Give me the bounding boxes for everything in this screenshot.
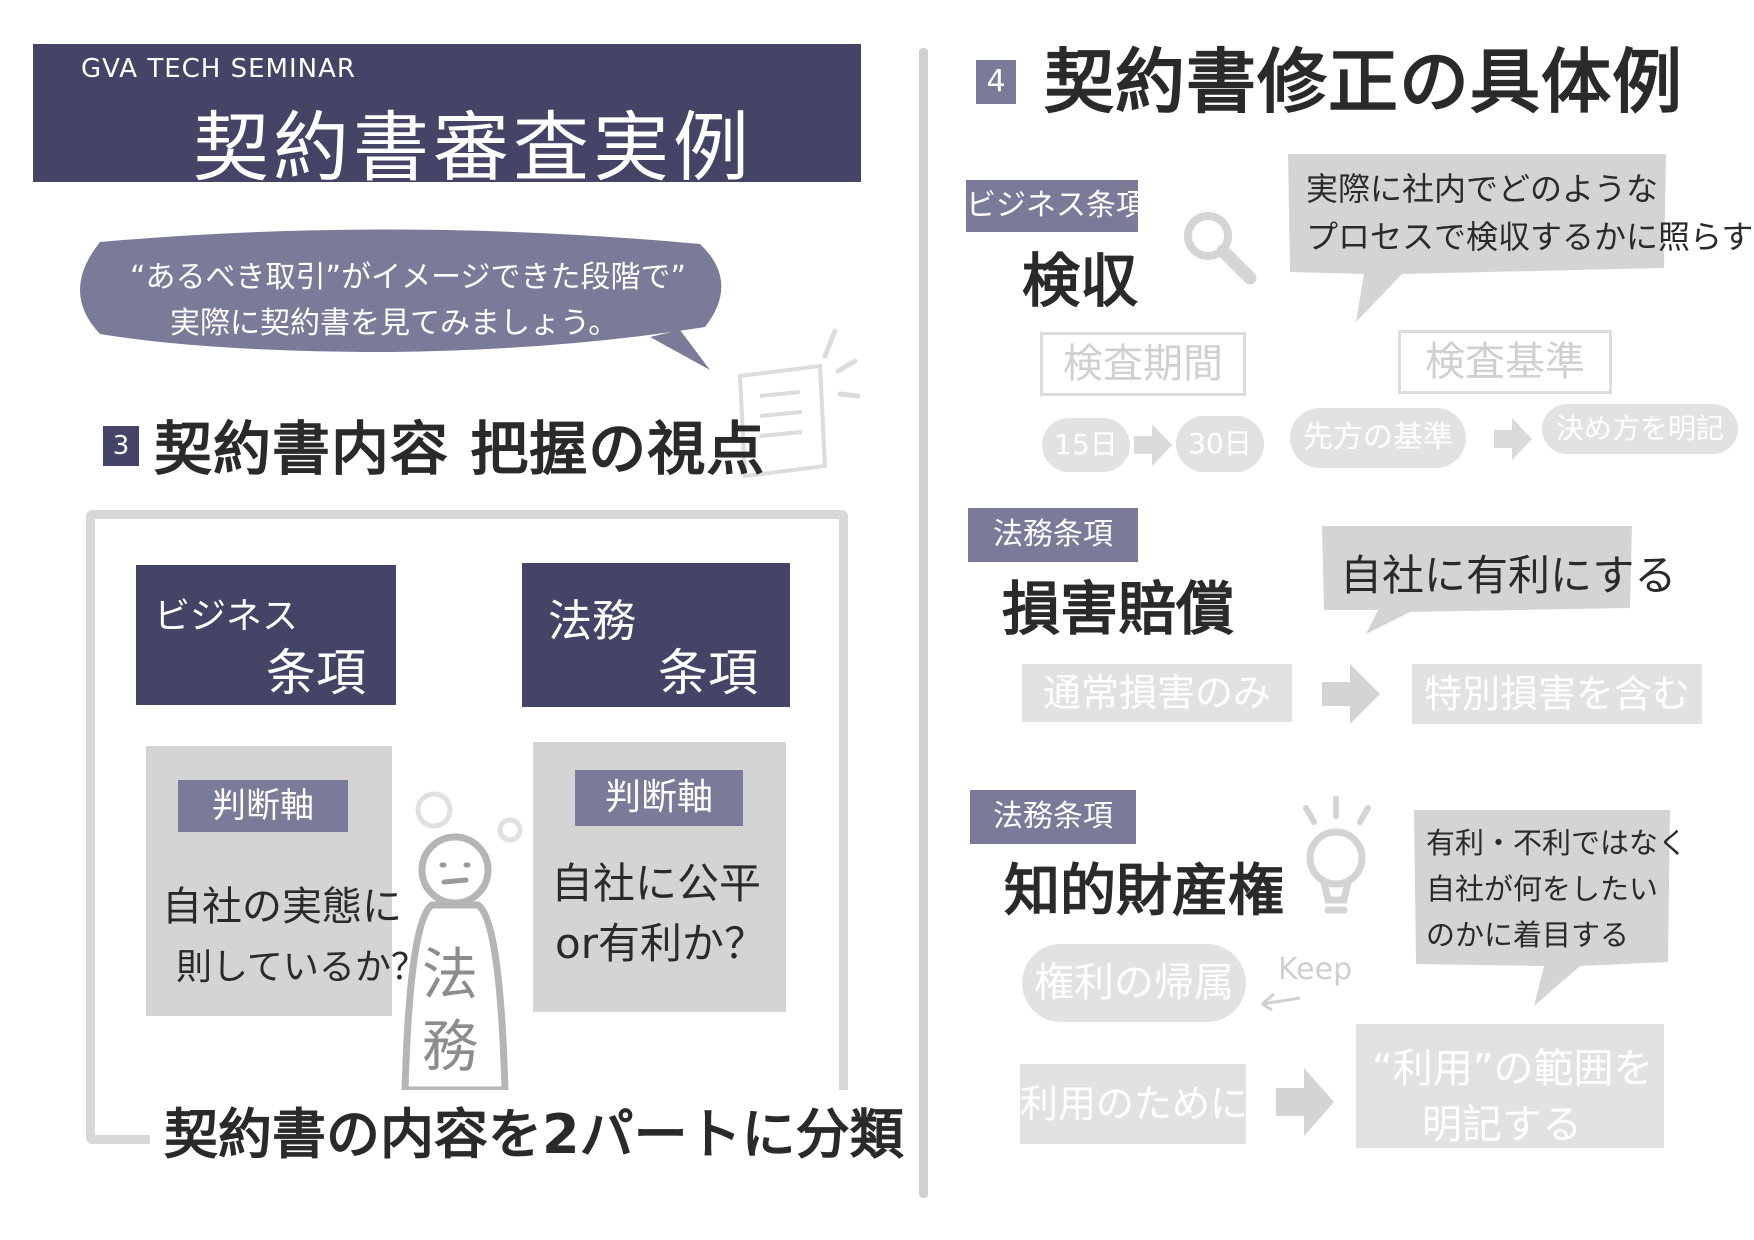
usage-scope-line-2: 明記する [1422, 1102, 1582, 1148]
period-before-pill: 15日 [1042, 418, 1130, 472]
page-title: 契約書審査実例 [193, 103, 753, 192]
section-3-badge: 3 [103, 426, 139, 466]
business-clause-card: ビジネス 条項 [136, 565, 396, 705]
magnifier-icon [1178, 206, 1258, 286]
section-4-title: 契約書修正の具体例 [1044, 41, 1683, 123]
period-after-pill: 30日 [1176, 416, 1264, 472]
legal-axis-text-2: or有利か？ [555, 919, 766, 968]
seminar-label: GVA TECH SEMINAR [81, 54, 356, 84]
special-damages-box: 特別損害を含む [1412, 664, 1702, 724]
legal-axis-card: 判断軸 自社に公平 or有利か？ [533, 742, 786, 1012]
business-clause-label-1: ビジネス [154, 596, 299, 637]
chizai-tag: 法務条項 [970, 790, 1136, 844]
intro-line-2: 実際に契約書を見てみましょう。 [170, 306, 619, 341]
songai-bubble-text: 自社に有利にする [1340, 551, 1677, 600]
arrow-icon [1272, 1064, 1338, 1140]
business-axis-card: 判断軸 自社の実態に 則しているか？ [146, 746, 427, 1016]
legal-staff-label-1: 法 [422, 943, 478, 1008]
chizai-bubble-line-1: 有利・不利ではなく [1426, 826, 1688, 860]
lightbulb-icon [1298, 796, 1378, 920]
legal-staff-figure: 法 務 [380, 770, 540, 1100]
kenshu-bubble: 実際に社内でどのような プロセスで検収するかに照らす [1284, 150, 1753, 326]
intro-bubble-shape [80, 229, 722, 370]
songai-bubble: 自社に有利にする [1318, 522, 1676, 638]
intro-bubble: “あるべき取引”がイメージできた段階で” 実際に契約書を見てみましょう。 [60, 222, 730, 372]
kenshu-bubble-shape [1288, 154, 1666, 322]
business-axis-text-1: 自社の実態に [162, 884, 402, 930]
inspection-period-box: 検査期間 [1040, 332, 1246, 396]
chizai-bubble-line-3: のかに着目する [1426, 918, 1630, 952]
chizai-bubble-line-2: 自社が何をしたい [1426, 872, 1659, 906]
legal-axis-label: 判断軸 [575, 770, 743, 826]
panel-divider [919, 48, 928, 1198]
arrow-icon [1318, 660, 1384, 728]
kenshu-tag: ビジネス条項 [966, 180, 1146, 232]
legal-clause-label-2: 条項 [658, 644, 758, 702]
ordinary-damages-box: 通常損害のみ [1022, 664, 1292, 722]
document-icon [730, 316, 880, 486]
kenshu-title: 検収 [1022, 247, 1139, 315]
usage-scope-line-1: “利用”の範囲を [1372, 1046, 1654, 1092]
usage-purpose-box: 利用のために… [1020, 1064, 1286, 1144]
usage-scope-box: “利用”の範囲を 明記する [1356, 1024, 1664, 1148]
kenshu-bubble-line-2: プロセスで検収するかに照らす [1306, 218, 1754, 256]
section-4-badge: 4 [976, 60, 1016, 104]
songai-bubble-shape [1322, 526, 1632, 634]
business-axis-label: 判断軸 [178, 780, 348, 832]
keep-label: Keep [1278, 952, 1353, 987]
chizai-title: 知的財産権 [1004, 859, 1284, 924]
classification-footer: 契約書の内容を2パートに分類 [150, 1090, 918, 1169]
arrow-icon [1490, 414, 1534, 464]
songai-title: 損害賠償 [1002, 575, 1235, 643]
legal-clause-label-1: 法務 [548, 596, 636, 647]
songai-tag: 法務条項 [968, 508, 1138, 562]
chizai-bubble: 有利・不利ではなく 自社が何をしたい のかに着目する [1410, 806, 1687, 1010]
kenshu-bubble-line-1: 実際に社内でどのような [1306, 170, 1659, 208]
section-3-title: 契約書内容 把握の視点 [154, 415, 766, 483]
chizai-bubble-shape [1414, 810, 1670, 1006]
inspection-criteria-box: 検査基準 [1398, 330, 1612, 394]
criteria-after-pill: 決め方を明記 [1542, 404, 1738, 454]
criteria-before-pill: 先方の基準 [1290, 408, 1466, 468]
rights-attribution-pill: 権利の帰属 [1022, 944, 1246, 1022]
intro-line-1: “あるべき取引”がイメージできた段階で” [130, 260, 687, 295]
legal-staff-label-2: 務 [422, 1015, 478, 1080]
legal-axis-text-1: 自社に公平 [551, 859, 762, 908]
keep-arrow-icon [1256, 984, 1304, 1012]
business-clause-label-2: 条項 [266, 644, 366, 702]
business-axis-text-2: 則しているか？ [176, 947, 427, 988]
arrow-icon [1130, 420, 1174, 470]
title-banner: GVA TECH SEMINAR 契約書審査実例 [33, 44, 861, 192]
legal-clause-card: 法務 条項 [522, 563, 790, 707]
